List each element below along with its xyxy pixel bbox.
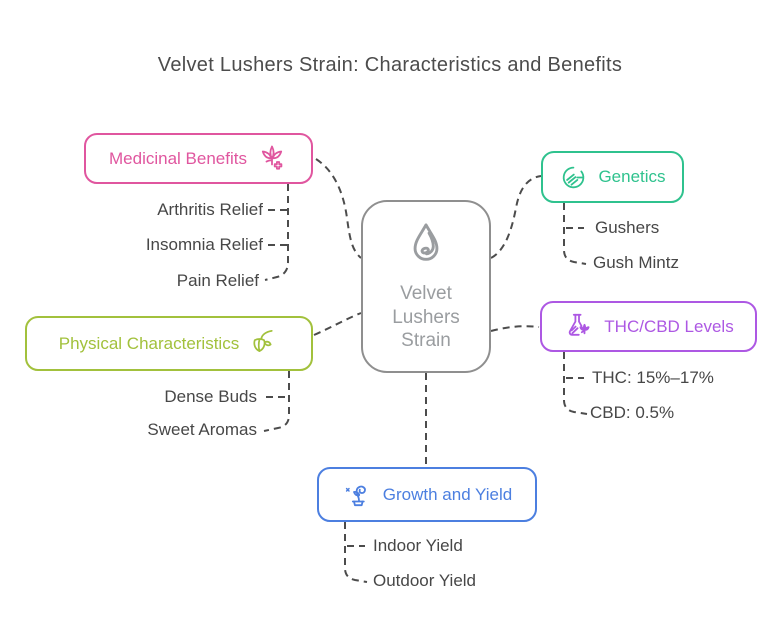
- branch-label-growth-and-yield: Growth and Yield: [382, 484, 513, 504]
- branch-label-thc-cbd-levels: THC/CBD Levels: [604, 316, 734, 336]
- branch-line-medicinal: [264, 184, 289, 281]
- branch-label-medicinal-benefits: Medicinal Benefits: [109, 148, 247, 168]
- list-item-indoor-yield: Indoor Yield: [373, 536, 463, 555]
- branch-node-growth-and-yield: Growth and Yield: [317, 467, 537, 522]
- connector-center-to-genetics: [490, 175, 542, 259]
- branch-node-thc-cbd-levels: THC/CBD Levels: [540, 301, 757, 352]
- cannabis-plus-icon: [261, 145, 283, 170]
- list-item-dense-buds: Dense Buds: [164, 387, 257, 406]
- list-item-arthritis-relief: Arthritis Relief: [157, 200, 263, 219]
- connector-center-to-thc: [490, 325, 540, 332]
- sprout-icon: [345, 485, 366, 506]
- branch-line-genetics: [563, 203, 587, 265]
- list-item-gush-mintz: Gush Mintz: [593, 253, 679, 272]
- branch-line-thc: [563, 352, 588, 415]
- branch-line-growth: [344, 522, 368, 583]
- list-item-gushers: Gushers: [595, 218, 660, 237]
- branch-node-medicinal-benefits: Medicinal Benefits: [84, 133, 313, 184]
- branch-label-physical-characteristics: Physical Characteristics: [58, 333, 240, 353]
- connector-medicinal-to-center: [315, 158, 362, 259]
- diagram-title: Velvet Lushers Strain: Characteristics a…: [157, 54, 623, 76]
- list-item-sweet-aromas: Sweet Aromas: [147, 420, 257, 439]
- list-item-insomnia-relief: Insomnia Relief: [145, 235, 263, 254]
- list-item-pain-relief: Pain Relief: [176, 271, 259, 290]
- central-node-velvet-lushers-strain: Velvet Lushers Strain: [361, 200, 491, 373]
- list-item-cbd-level: CBD: 0.5%: [590, 403, 675, 422]
- branch-line-physical: [263, 371, 290, 432]
- flask-leaf-icon: [569, 313, 590, 336]
- droplet-icon: [413, 223, 439, 261]
- seed-circle-icon: [563, 166, 585, 189]
- central-node-label: Velvet Lushers Strain: [392, 282, 460, 352]
- branch-node-physical-characteristics: Physical Characteristics: [25, 316, 313, 371]
- branch-label-genetics: Genetics: [598, 167, 666, 186]
- connector-physical-to-center: [313, 312, 362, 336]
- hanging-bud-icon: [253, 330, 273, 352]
- list-item-outdoor-yield: Outdoor Yield: [373, 571, 477, 590]
- branch-node-genetics: Genetics: [541, 151, 684, 203]
- list-item-thc-level: THC: 15%–17%: [592, 368, 714, 387]
